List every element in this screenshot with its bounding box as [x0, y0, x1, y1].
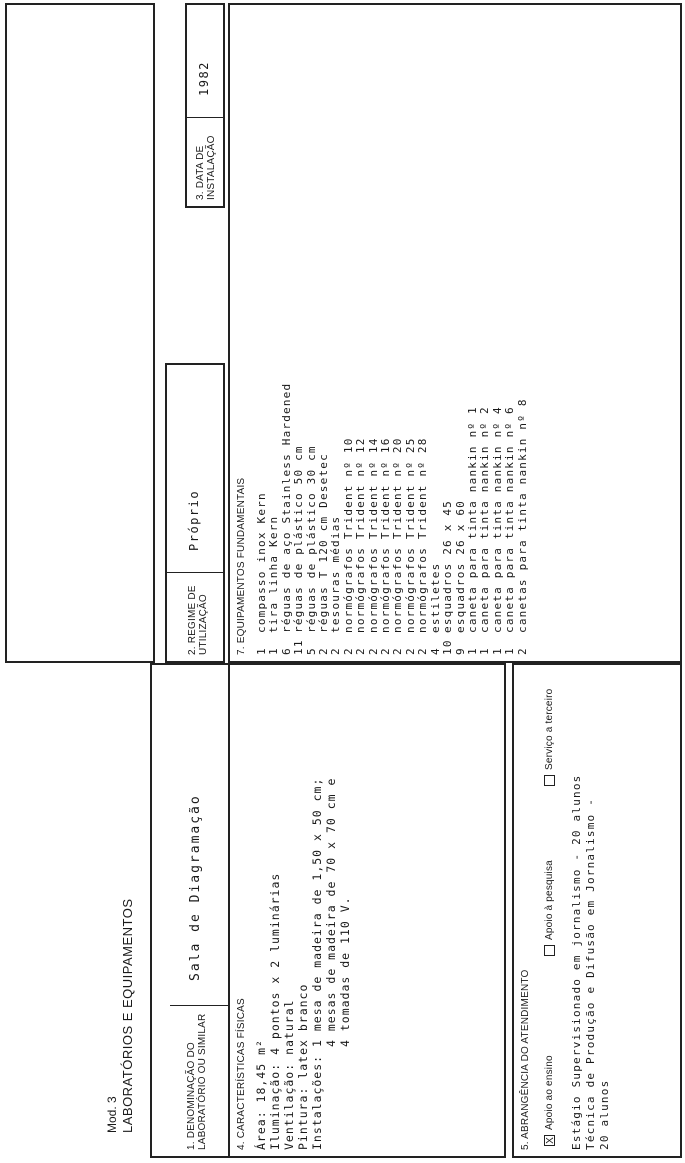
equipment-desc: tira linha Kern — [267, 515, 281, 633]
checkbox-apoio-ensino[interactable]: X — [544, 1135, 556, 1146]
equipment-qty: 10 — [441, 639, 455, 655]
equipment-desc: réguas de aço Stainless Hardened — [279, 382, 293, 633]
field-1-label: 1. DENOMINAÇÃO DO LABORATÓRIO OU SIMILAR — [186, 1013, 208, 1150]
field-equipment: 7. EQUIPAMENTOS FUNDAMENTAIS 1 compasso i… — [228, 3, 682, 663]
equipment-row: 2 canetas para tinta nankin nº 8 — [515, 383, 529, 655]
equipment-desc: caneta para tinta nankin nº 6 — [503, 406, 517, 633]
equipment-desc: caneta para tinta nankin nº 1 — [465, 406, 479, 633]
equipment-desc: normógrafos Trident nº 14 — [366, 437, 380, 633]
option-apoio-ensino: Apoio ao ensino — [544, 1055, 555, 1130]
physical-lines: Área: 18,45 m² Iluminação: 4 pontos x 2 … — [254, 777, 352, 1150]
field-7-label: 7. EQUIPAMENTOS FUNDAMENTAIS — [236, 477, 247, 655]
form-title: LABORATÓRIOS E EQUIPAMENTOS — [120, 898, 135, 1133]
equipment-desc: esquadros 26 x 45 — [441, 500, 455, 633]
equipment-qty: 1 — [503, 647, 517, 655]
equipment-desc: caneta para tinta nankin nº 2 — [478, 406, 492, 633]
equipment-desc: normógrafos Trident nº 25 — [403, 437, 417, 633]
equipment-qty: 2 — [329, 647, 343, 655]
equipment-desc: normógrafos Trident nº 12 — [354, 437, 368, 633]
usage-regime-value: Próprio — [187, 489, 201, 551]
field-4-label: 4. CARACTERÍSTICAS FÍSICAS — [236, 998, 247, 1150]
equipment-desc: compasso inox Kern — [255, 492, 268, 633]
checkbox-apoio-pesquisa[interactable] — [544, 945, 555, 956]
field-physical-characteristics: 4. CARACTERÍSTICAS FÍSICAS Área: 18,45 m… — [228, 663, 506, 1158]
coverage-lines: Estágio Supervisionado em jornalismo - 2… — [570, 774, 611, 1150]
form-code: Mod. 3 — [105, 1096, 119, 1133]
equipment-desc: normógrafos Trident nº 10 — [341, 437, 355, 633]
option-apoio-pesquisa: Apoio à pesquisa — [544, 860, 555, 940]
equipment-desc: réguas T 120 cm Desetec — [317, 453, 331, 633]
equipment-desc: caneta para tinta nankin nº 4 — [490, 406, 504, 633]
equipment-qty: 2 — [391, 647, 405, 655]
equipment-desc: réguas de plástico 30 cm — [304, 445, 318, 633]
equipment-qty: 2 — [354, 647, 368, 655]
equipment-qty: 11 — [292, 639, 306, 655]
field-5-label: 5. ABRANGÊNCIA DO ATENDIMENTO — [520, 969, 531, 1150]
option-servico-terceiro: Serviço a terceiro — [544, 688, 555, 770]
equipment-qty: 1 — [478, 647, 492, 655]
equipment-desc: normógrafos Trident nº 20 — [391, 437, 405, 633]
field-install-date: 3. DATA DE INSTALAÇÃO 1982 — [185, 3, 225, 208]
equipment-desc: tesouras médias — [329, 515, 343, 633]
equipment-desc: normógrafos Trident nº 16 — [379, 437, 393, 633]
field-3-label: 3. DATA DE INSTALAÇÃO — [195, 135, 217, 200]
install-date-value: 1982 — [197, 61, 211, 96]
equipment-qty: 1 — [267, 647, 281, 655]
equipment-qty: 2 — [515, 647, 529, 655]
field-lab-name: 1. DENOMINAÇÃO DO LABORATÓRIO OU SIMILAR… — [150, 663, 230, 1158]
field-2-label: 2. REGIME DE UTILIZAÇÃO — [187, 585, 209, 655]
field-usage-regime: 2. REGIME DE UTILIZAÇÃO Próprio — [165, 363, 225, 663]
equipment-desc: estiletes — [428, 562, 442, 633]
equipment-desc: normógrafos Trident nº 28 — [416, 437, 430, 633]
lab-name-value: Sala de Diagramação — [188, 794, 203, 981]
equipment-qty: 2 — [416, 647, 430, 655]
top-blank-box — [5, 3, 155, 663]
field-coverage: 5. ABRANGÊNCIA DO ATENDIMENTO X Apoio ao… — [512, 663, 682, 1158]
equipment-desc: esquadros 26 x 60 — [453, 500, 467, 633]
checkbox-servico-terceiro[interactable] — [544, 775, 555, 786]
equipment-desc: réguas de plástico 50 cm — [292, 445, 306, 633]
equipment-desc: canetas para tinta nankin nº 8 — [515, 398, 529, 633]
